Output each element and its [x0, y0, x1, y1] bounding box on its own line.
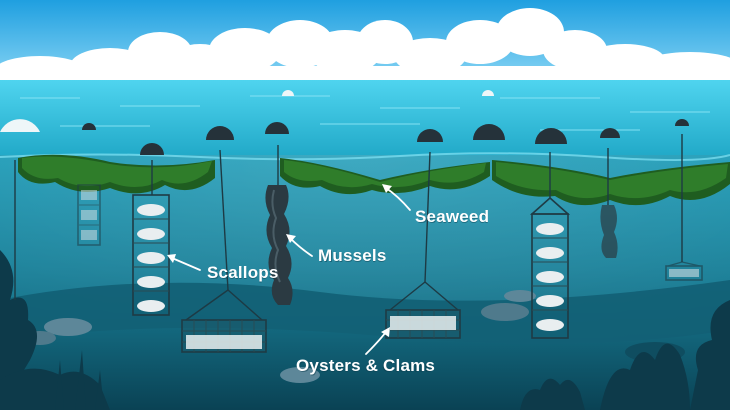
- seaweed-label-shadow: Seaweed: [416, 208, 489, 227]
- waterline: [0, 152, 730, 162]
- oysters-clams-label: Oysters & Clams: [296, 356, 435, 375]
- lantern-net-icon: [77, 184, 101, 246]
- mussel-rope: [265, 185, 293, 305]
- seaweed-label: Seaweed: [415, 207, 489, 226]
- scallops-label: Scallops: [207, 263, 279, 282]
- ropes: [14, 134, 683, 300]
- oyster-cage-middle: [385, 281, 461, 339]
- coral-left: [0, 250, 110, 410]
- seaweed-arrow: [382, 184, 411, 211]
- oysters-arrow: [365, 327, 390, 355]
- seaweed-line-left: [18, 154, 215, 194]
- mussel-rope-right: [600, 205, 618, 258]
- scallop-lantern-net-right: [529, 196, 571, 339]
- scallops-label-shadow: Scallops: [208, 264, 278, 283]
- scallops-arrow: [167, 254, 201, 271]
- oyster-cage-right: [665, 261, 703, 281]
- scallop-lantern-net: [132, 194, 170, 316]
- seaweed-line-right: [492, 160, 730, 206]
- oysters-clams-label-shadow: Oysters & Clams: [297, 357, 433, 376]
- mussels-label: Mussels: [318, 246, 387, 265]
- clouds: [0, 8, 730, 84]
- oyster-cage-icon: [181, 289, 267, 353]
- buoy-icon: [0, 90, 689, 155]
- seaweed-line-middle: [280, 158, 490, 195]
- mussels-arrow: [286, 234, 313, 257]
- coral-right: [520, 300, 730, 410]
- mussels-label-shadow: Mussels: [319, 247, 386, 266]
- sea-surface: [0, 80, 730, 160]
